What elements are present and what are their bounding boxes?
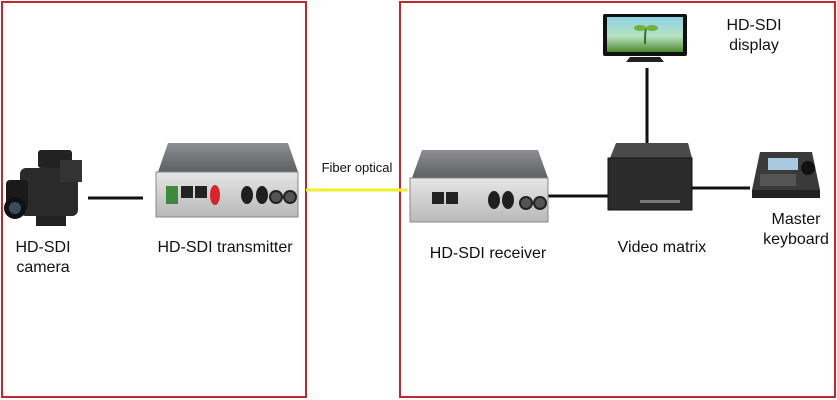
transmitter-label: HD-SDI transmitter	[157, 239, 293, 256]
transmitter-icon	[155, 143, 299, 218]
display-label: HD-SDI display	[718, 16, 790, 56]
display-label-line1: HD-SDI	[726, 17, 782, 34]
video-matrix-icon	[607, 143, 693, 211]
receiver-label: HD-SDI receiver	[429, 245, 547, 262]
keyboard-icon	[752, 152, 820, 198]
camera-label-line1: HD-SDI	[15, 239, 71, 256]
camera-icon	[4, 150, 82, 226]
video-matrix-label: Video matrix	[617, 239, 707, 256]
camera-label-line2: camera	[16, 259, 70, 276]
transmitter-side-frame	[1, 1, 307, 398]
camera-label: HD-SDI camera	[10, 238, 76, 278]
keyboard-label-line1: Master	[771, 211, 821, 228]
receiver-side-frame	[399, 1, 836, 398]
keyboard-label: Master keyboard	[758, 210, 834, 250]
display-label-line2: display	[729, 37, 779, 54]
fiber-optical-label: Fiber optical	[321, 160, 393, 175]
keyboard-label-line2: keyboard	[763, 231, 829, 248]
display-icon	[603, 14, 687, 62]
receiver-icon	[409, 150, 549, 223]
